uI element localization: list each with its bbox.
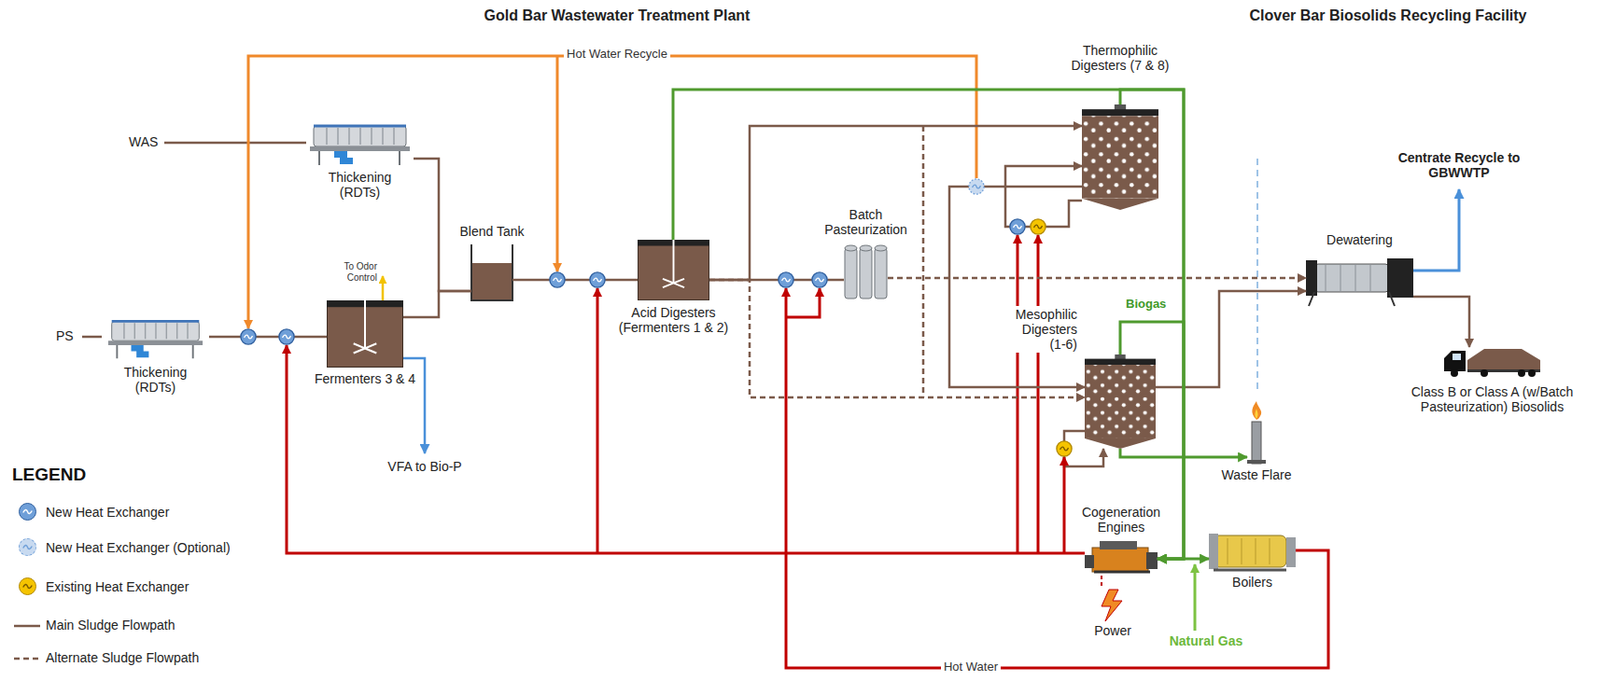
blend-tank: Blend Tank (471, 244, 513, 301)
swatch-symbol (18, 577, 37, 596)
stream-label: To Odor Control (324, 261, 378, 283)
equipment-label: Batch Pasteurization (814, 207, 918, 238)
equipment-label: Blend Tank (449, 224, 534, 239)
stream-label: VFA to Bio-P (387, 459, 462, 475)
sludge-line (512, 279, 638, 282)
swatch-symbol (22, 545, 32, 549)
section-heading: Gold Bar Wastewater Treatment Plant (484, 7, 751, 25)
swatch-symbol (18, 538, 37, 557)
legend-text: Existing Heat Exchanger (45, 579, 189, 595)
acid-digester: Acid Digesters (Fermenters 1 & 2) (637, 239, 710, 301)
biosolids-truck: Class B or Class A (w/Batch Pasteurizati… (1444, 347, 1541, 378)
stream-label: Hot Water Recycle (563, 47, 671, 62)
legend-line-sample (14, 625, 41, 629)
thickener-rdt: Thickening (RDTs) (306, 116, 414, 169)
waste-flare: Waste Flare (1247, 421, 1266, 464)
sludge-line (709, 280, 1085, 398)
fermenter-tank: Fermenters 3 & 4 (326, 300, 404, 368)
legend-text: New Heat Exchanger (45, 505, 169, 520)
sludge-line (209, 336, 327, 339)
sludge-line (1413, 296, 1470, 348)
sludge-line (709, 126, 1082, 281)
equipment-label: Fermenters 3 & 4 (299, 371, 431, 387)
stream-label: Hot Water (940, 660, 1001, 675)
biogas-line (1157, 558, 1209, 562)
legend-line-sample (14, 658, 41, 661)
sludge-line (887, 277, 1306, 281)
equipment-label: Boilers (1215, 575, 1291, 590)
stream-label: PS (56, 328, 74, 344)
sludge-line (949, 186, 1085, 388)
section-heading: Clover Bar Biosolids Recycling Facility (1249, 7, 1528, 25)
legend-line-sample (13, 654, 42, 664)
stream-label: Biogas (1125, 297, 1166, 312)
biogas-line (1120, 89, 1184, 560)
swatch-symbol (22, 509, 32, 514)
legend-line-sample (13, 621, 42, 632)
equipment-label: Acid Digesters (Fermenters 1 & 2) (613, 305, 735, 336)
stream-label: Centrate Recycle to GBWWTP (1389, 150, 1530, 181)
legend-text: Main Sludge Flowpath (45, 617, 176, 633)
equipment-label: Dewatering (1308, 232, 1412, 248)
stream-label: WAS (128, 134, 158, 150)
stream-label: Power (1094, 623, 1132, 639)
biogas-line (673, 89, 1184, 560)
legend-swatch (18, 538, 37, 557)
sludge-line (403, 291, 472, 318)
legend-swatch (18, 577, 37, 596)
swatch-symbol (22, 584, 32, 589)
dewatering-centrifuge: Dewatering (1305, 254, 1414, 307)
equipment-label: Cogeneration Engines (1069, 505, 1173, 535)
mesophilic-digester: Mesophilic Digesters (1-6) (1084, 354, 1156, 450)
equipment-label: Class B or Class A (w/Batch Pasteurizati… (1391, 384, 1593, 415)
legend-text: New Heat Exchanger (Optional) (45, 540, 231, 556)
batch-pasteurizer: Batch Pasteurization (843, 244, 888, 301)
legend-heading: LEGEND (12, 464, 86, 486)
boiler: Boilers (1208, 530, 1296, 572)
legend-text: Alternate Sludge Flowpath (45, 650, 199, 666)
sludge-line (1155, 291, 1306, 388)
cogeneration-engine: Cogeneration Engines (1084, 540, 1158, 576)
thickener-rdt: Thickening (RDTs) (101, 312, 210, 362)
equipment-label: Thickening (RDTs) (318, 169, 403, 200)
biogas-line (1120, 449, 1248, 458)
stream-label: Natural Gas (1169, 633, 1244, 649)
equipment-label: Thickening (RDTs) (113, 364, 198, 395)
equipment-label: Waste Flare (1214, 467, 1299, 483)
legend-swatch (18, 503, 37, 521)
equipment-label: Mesophilic Digesters (1-6) (1002, 306, 1080, 353)
thermophilic-digester: Thermophilic Digesters (7 & 8) (1081, 104, 1159, 211)
equipment-label: Thermophilic Digesters (7 & 8) (1059, 42, 1181, 73)
swatch-symbol (18, 503, 37, 521)
